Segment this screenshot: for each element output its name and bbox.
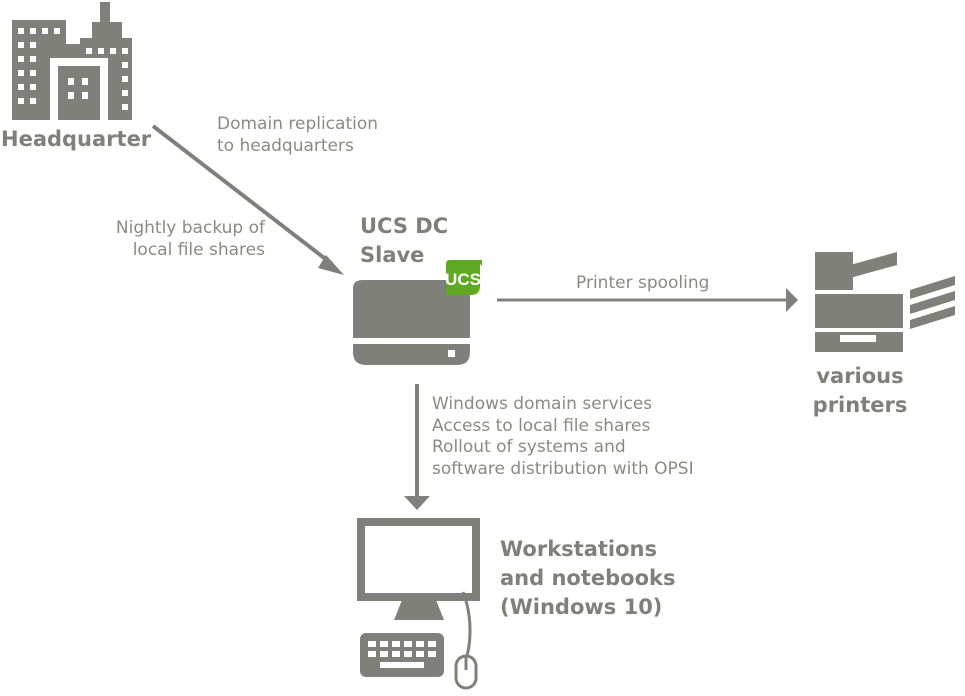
printers-line-1: various	[816, 364, 904, 388]
headquarter-label: Headquarter	[1, 127, 152, 151]
ucs-badge-text: UCS	[445, 270, 481, 289]
printer-spooling-label: Printer spooling	[576, 273, 710, 293]
services-line-3: Rollout of systems and	[432, 437, 626, 457]
services-arrow	[404, 384, 430, 510]
backup-line-1: Nightly backup of	[115, 218, 265, 238]
workstations-line-2: and notebooks	[500, 566, 676, 590]
server-title-line-1: UCS DC	[360, 214, 449, 238]
workstations-line-3: (Windows 10)	[500, 595, 663, 619]
replication-arrow	[151, 124, 344, 275]
server-icon	[353, 280, 470, 365]
backup-text: Nightly backup of local file shares	[116, 218, 265, 261]
headquarter-building-icon	[12, 2, 132, 120]
services-line-1: Windows domain services	[432, 394, 653, 414]
services-line-2: Access to local file shares	[432, 415, 651, 436]
printers-line-2: printers	[812, 393, 908, 417]
replication-line-2: to headquarters	[217, 135, 354, 156]
replication-text: Domain replication to headquarters	[217, 114, 378, 157]
replication-line-1: Domain replication	[217, 114, 379, 134]
ucs-badge-icon: UCS	[445, 260, 482, 295]
services-line-4: software distribution with OPSI	[432, 458, 694, 479]
server-title-line-2: Slave	[360, 243, 425, 267]
workstations-line-1: Workstations	[500, 537, 657, 561]
printer-spooling-arrow	[497, 288, 798, 312]
workstation-icon	[357, 518, 480, 690]
workstations-label: Workstations and notebooks (Windows 10)	[500, 535, 675, 622]
server-title: UCS DC Slave	[360, 212, 448, 270]
printer-icon	[815, 252, 955, 352]
backup-line-2: local file shares	[132, 239, 265, 260]
printers-label: various printers	[810, 362, 910, 420]
services-text: Windows domain services Access to local …	[432, 394, 694, 480]
